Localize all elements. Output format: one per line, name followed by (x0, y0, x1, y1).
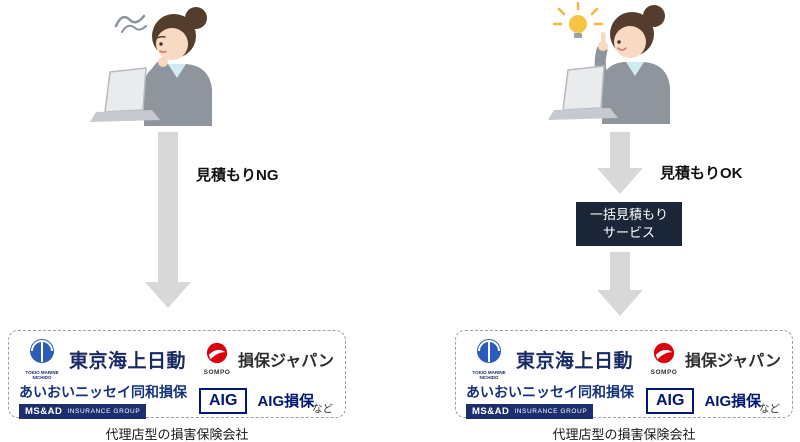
tokio-marine-logo: TOKIO MARINE NICHIDO (19, 338, 65, 380)
arrow-shaft (158, 132, 178, 282)
down-arrow-ok (597, 132, 643, 194)
tokio-marine-logo-text: TOKIO MARINE NICHIDO (25, 370, 59, 381)
aig-logo: AIG (199, 387, 248, 414)
sompo-logo-icon (206, 343, 228, 364)
confusion-squiggle-icon (114, 14, 147, 33)
sompo-logo-text: SOMPO (650, 369, 678, 377)
tokio-marine-logo-icon (477, 339, 501, 363)
aig-sonpo-name: AIG損保 (257, 393, 315, 411)
msad-logo: MS&AD INSURANCE GROUP (19, 404, 147, 420)
arrow-head (597, 290, 643, 316)
aioi-msad-group: あいおいニッセイ同和損保 MS&AD INSURANCE GROUP (466, 382, 634, 420)
sompo-logo-text: SOMPO (203, 369, 231, 377)
arrow-label-ng: 見積もりNG (196, 167, 279, 184)
aioi-name: あいおいニッセイ同和損保 (19, 384, 187, 401)
aig-sonpo-name: AIG損保 (704, 393, 762, 411)
aig-logo: AIG (646, 387, 695, 414)
insurers-row-1: TOKIO MARINE NICHIDO 東京海上日動 SOMPO 損保ジャパン (466, 338, 782, 380)
insurers-row-1: TOKIO MARINE NICHIDO 東京海上日動 SOMPO 損保ジャパン (19, 338, 335, 380)
arrow-shaft (610, 252, 630, 290)
msad-logo-subtext: INSURANCE GROUP (514, 408, 588, 416)
down-arrow-ok-2 (597, 252, 643, 316)
caption-left: 代理店型の損害保険会社 (105, 427, 249, 442)
bulk-quote-service-box: 一括見積もり サービス (576, 202, 682, 246)
sompo-logo-icon (653, 343, 675, 364)
aig-logo-text: AIG (209, 391, 238, 409)
service-box-line2: サービス (602, 225, 655, 240)
sompo-logo: SOMPO (200, 342, 234, 376)
aig-logo-text: AIG (656, 391, 685, 409)
tokio-marine-logo-icon (30, 339, 54, 363)
insurers-row-2: あいおいニッセイ同和損保 MS&AD INSURANCE GROUP AIG A… (19, 382, 335, 420)
sompo-japan-name: 損保ジャパン (238, 353, 335, 371)
idea-person-illustration (548, 2, 670, 124)
tokio-marine-name: 東京海上日動 (516, 350, 634, 372)
sompo-japan-name: 損保ジャパン (685, 353, 782, 371)
aioi-msad-group: あいおいニッセイ同和損保 MS&AD INSURANCE GROUP (19, 382, 187, 420)
laptop-icon (548, 65, 618, 120)
tokio-marine-name: 東京海上日動 (69, 350, 187, 372)
arrow-label-ok: 見積もりOK (660, 165, 743, 182)
tokio-marine-logo-text: TOKIO MARINE NICHIDO (472, 370, 506, 381)
msad-logo: MS&AD INSURANCE GROUP (466, 404, 594, 420)
msad-logo-text: MS&AD (25, 406, 63, 418)
arrow-shaft (610, 132, 630, 168)
insurers-box-left: TOKIO MARINE NICHIDO 東京海上日動 SOMPO 損保ジャパン… (8, 330, 346, 420)
msad-logo-text: MS&AD (472, 406, 510, 418)
sompo-logo: SOMPO (647, 342, 681, 376)
arrow-head (145, 282, 191, 308)
insurers-row-2: あいおいニッセイ同和損保 MS&AD INSURANCE GROUP AIG A… (466, 382, 782, 420)
laptop-icon (90, 67, 160, 122)
confused-person-illustration (90, 7, 212, 126)
aioi-name: あいおいニッセイ同和損保 (466, 384, 634, 401)
etc-label: など (759, 403, 780, 415)
tokio-marine-logo: TOKIO MARINE NICHIDO (466, 338, 512, 380)
down-arrow-ng (145, 132, 191, 308)
etc-label: など (312, 403, 333, 415)
msad-logo-subtext: INSURANCE GROUP (67, 408, 141, 416)
caption-right: 代理店型の損害保険会社 (552, 427, 696, 442)
lightbulb-icon (552, 2, 604, 38)
insurers-box-right: TOKIO MARINE NICHIDO 東京海上日動 SOMPO 損保ジャパン… (455, 330, 793, 420)
arrow-head (597, 168, 643, 194)
service-box-line1: 一括見積もり (589, 207, 668, 223)
